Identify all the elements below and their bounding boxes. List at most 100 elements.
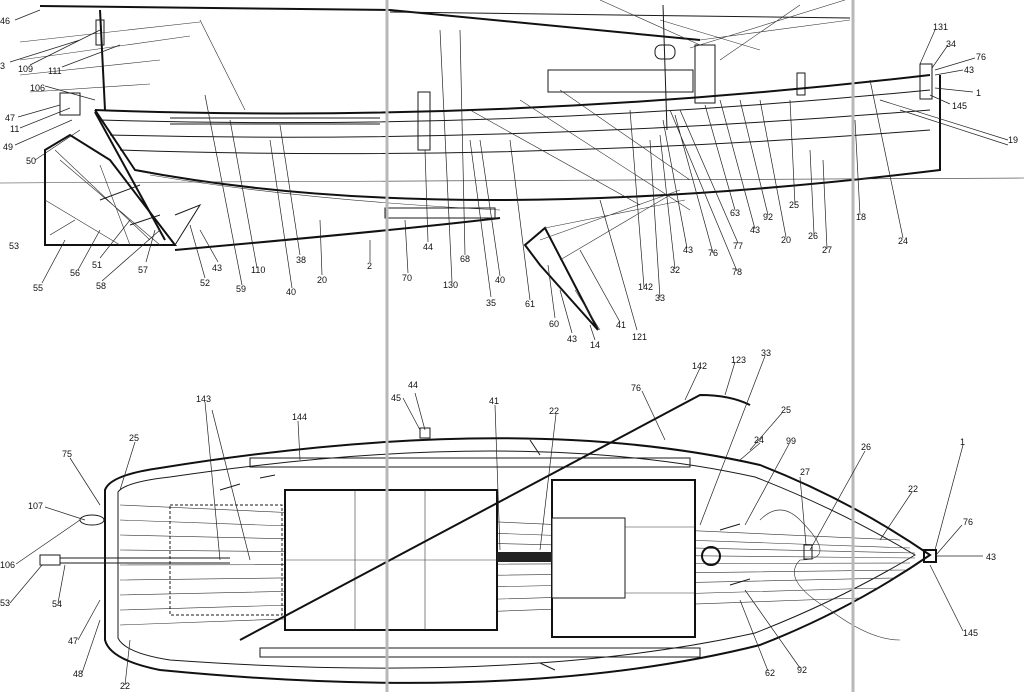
tiller-grip bbox=[39, 554, 61, 566]
callout-label: 46 bbox=[0, 16, 10, 26]
callout-label: 50 bbox=[26, 156, 36, 166]
callout-label: 44 bbox=[408, 380, 418, 390]
oar-starboard bbox=[249, 457, 691, 468]
gunwale-inner bbox=[117, 450, 916, 669]
callout-label: 131 bbox=[933, 22, 948, 32]
cleat bbox=[796, 72, 806, 96]
cleat-plan bbox=[803, 544, 813, 560]
callout-label: 26 bbox=[861, 442, 871, 452]
callout-label: 38 bbox=[296, 255, 306, 265]
rudder-hatch bbox=[44, 149, 161, 246]
centreboard-case bbox=[384, 207, 496, 219]
callout-label: 76 bbox=[963, 517, 973, 527]
callout-label: 35 bbox=[486, 298, 496, 308]
deck-planking bbox=[119, 504, 916, 626]
oarlock-45 bbox=[419, 427, 431, 439]
callout-label: 68 bbox=[460, 254, 470, 264]
plan-view bbox=[39, 393, 937, 684]
callout-label: 142 bbox=[692, 361, 707, 371]
upper-rail bbox=[389, 11, 851, 19]
callout-label: 47 bbox=[5, 113, 15, 123]
callout-label: 56 bbox=[70, 268, 80, 278]
callout-label: 106 bbox=[0, 560, 15, 570]
mast-block bbox=[654, 44, 676, 60]
callout-label: 145 bbox=[963, 628, 978, 638]
callout-label: 63 bbox=[730, 208, 740, 218]
callout-label: 1 bbox=[960, 437, 965, 447]
callout-label: 40 bbox=[286, 287, 296, 297]
boom bbox=[39, 5, 701, 41]
callout-label: 24 bbox=[898, 236, 908, 246]
callout-label: 57 bbox=[138, 265, 148, 275]
callout-label: 1 bbox=[976, 88, 981, 98]
callout-label: 59 bbox=[236, 284, 246, 294]
tiller bbox=[60, 557, 230, 564]
thwart-top bbox=[170, 117, 380, 125]
strake-1 bbox=[109, 109, 931, 138]
callout-label: 3 bbox=[0, 61, 5, 71]
rub-rail bbox=[99, 89, 931, 124]
leader-lines bbox=[9, 9, 1009, 686]
callout-label: 60 bbox=[549, 319, 559, 329]
tiller-head bbox=[59, 92, 81, 116]
deck-cleats bbox=[219, 474, 751, 586]
callout-label: 32 bbox=[670, 265, 680, 275]
callout-label: 76 bbox=[708, 248, 718, 258]
rudder-stock bbox=[94, 111, 166, 241]
callout-label: 40 bbox=[495, 275, 505, 285]
oar-port bbox=[259, 647, 701, 658]
callout-label: 48 bbox=[73, 669, 83, 679]
callout-label: 41 bbox=[489, 396, 499, 406]
callout-label: 70 bbox=[402, 273, 412, 283]
callout-label: 2 bbox=[367, 261, 372, 271]
fore-hatch-inset bbox=[551, 517, 626, 599]
callout-label: 43 bbox=[567, 334, 577, 344]
callout-label: 106 bbox=[30, 83, 45, 93]
callout-label: 11 bbox=[10, 124, 19, 134]
callout-label: 61 bbox=[525, 299, 535, 309]
callout-label: 43 bbox=[683, 245, 693, 255]
callout-label: 52 bbox=[200, 278, 210, 288]
callout-label: 144 bbox=[292, 412, 307, 422]
callout-label: 19 bbox=[1008, 135, 1018, 145]
callout-label: 77 bbox=[733, 241, 743, 251]
callout-label: 92 bbox=[763, 212, 773, 222]
deck-fitting bbox=[701, 546, 721, 566]
callout-label: 123 bbox=[731, 355, 746, 365]
centreboard-lines bbox=[469, 89, 691, 211]
sheer-line bbox=[94, 74, 931, 115]
callout-label: 111 bbox=[48, 66, 62, 76]
callout-label: 76 bbox=[631, 383, 641, 393]
side-elevation bbox=[0, 0, 1024, 331]
callout-label: 109 bbox=[18, 64, 33, 74]
fairlead bbox=[79, 514, 105, 526]
callout-label: 25 bbox=[129, 433, 139, 443]
callout-label: 43 bbox=[986, 552, 996, 562]
callout-label: 43 bbox=[964, 65, 974, 75]
oarlocks-plan bbox=[529, 439, 556, 671]
shroud bbox=[199, 19, 246, 111]
callout-label: 143 bbox=[196, 394, 211, 404]
rudder bbox=[44, 133, 178, 246]
callout-label: 49 bbox=[3, 142, 13, 152]
callout-label: 14 bbox=[590, 340, 600, 350]
mast-step bbox=[694, 44, 716, 104]
callout-label: 145 bbox=[952, 101, 967, 111]
rudder-straps bbox=[99, 184, 161, 226]
stem-head bbox=[919, 63, 933, 100]
callout-label: 110 bbox=[251, 265, 265, 275]
callout-label: 130 bbox=[443, 280, 458, 290]
callout-label: 34 bbox=[946, 39, 956, 49]
callout-label: 51 bbox=[92, 260, 102, 270]
forestay-lines bbox=[19, 21, 201, 93]
callout-label: 41 bbox=[616, 320, 626, 330]
keel bbox=[174, 217, 501, 251]
hull-plan-outline bbox=[104, 437, 932, 684]
callout-label: 22 bbox=[549, 406, 559, 416]
centreboard bbox=[523, 226, 599, 331]
callout-label: 33 bbox=[761, 348, 771, 358]
bow-post bbox=[99, 9, 106, 111]
fore-hatch-rails bbox=[625, 526, 695, 594]
centreboard-slot bbox=[497, 552, 552, 562]
